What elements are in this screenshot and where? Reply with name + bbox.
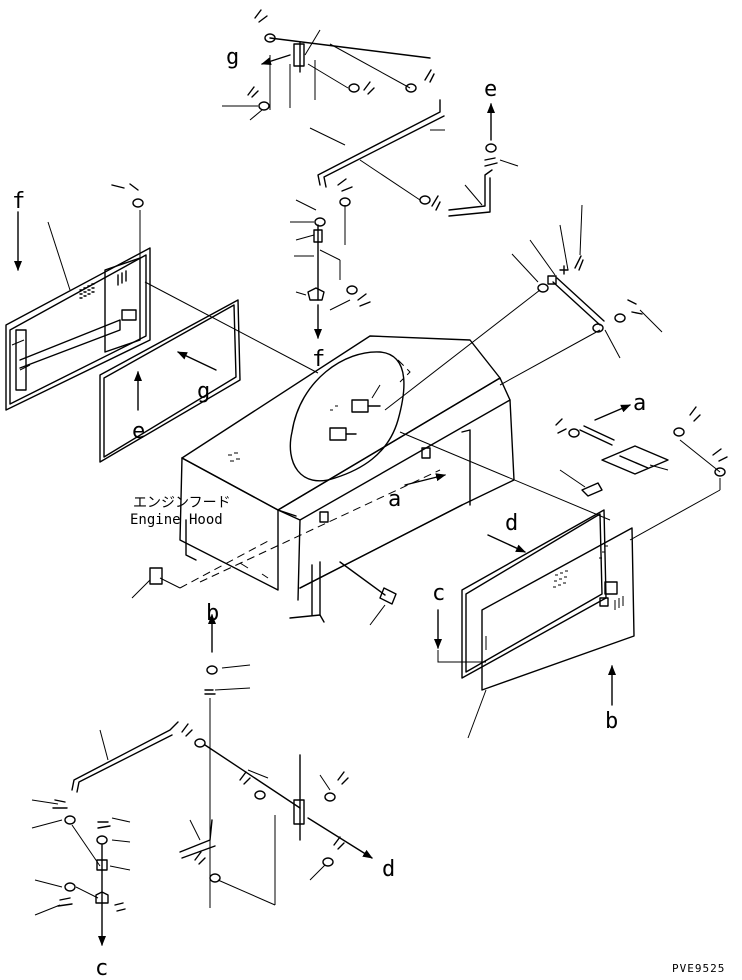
lower-hood-bolt bbox=[339, 561, 397, 626]
callout-a-right: a bbox=[633, 391, 646, 416]
callout-f-mid: f bbox=[312, 347, 325, 372]
part-label-japanese: エンジンフード bbox=[133, 495, 231, 511]
callout-e-left: e bbox=[132, 419, 145, 444]
top-link-rod bbox=[317, 99, 445, 211]
callout-b-mid: b bbox=[206, 601, 219, 626]
drawing-code: PVE9525 bbox=[672, 962, 725, 975]
callout-d-mid: d bbox=[505, 511, 518, 536]
callout-b-right: b bbox=[605, 709, 618, 734]
callout-g-left: g bbox=[197, 379, 210, 404]
callout-e-top: e bbox=[484, 77, 497, 102]
callout-c-right: c bbox=[432, 581, 445, 606]
left-gasket-frame bbox=[99, 281, 319, 463]
middle-latch-stack bbox=[290, 178, 371, 339]
callout-f-left: f bbox=[12, 189, 25, 214]
engine-hood-body bbox=[179, 335, 515, 623]
e-callout-upper bbox=[448, 103, 519, 217]
right-upper-strut bbox=[511, 204, 663, 359]
left-side-panel bbox=[5, 183, 151, 411]
right-hinge-bolts bbox=[555, 404, 728, 541]
hood-guide-lines bbox=[199, 289, 611, 583]
lower-left-latch-stack bbox=[31, 799, 131, 946]
callout-c-bottom: c bbox=[95, 956, 108, 980]
lower-latch-assembly bbox=[71, 614, 373, 908]
left-hood-bracket bbox=[131, 539, 271, 599]
callout-g-top: g bbox=[226, 45, 239, 70]
right-gasket-frame bbox=[461, 509, 607, 679]
part-label-english: Engine Hood bbox=[130, 512, 223, 528]
top-latch-assembly bbox=[222, 9, 435, 146]
callout-a-mid: a bbox=[388, 487, 401, 512]
callout-d-bottom: d bbox=[382, 857, 395, 882]
right-side-panel bbox=[434, 527, 635, 739]
hood-detail-bubble bbox=[289, 351, 411, 482]
